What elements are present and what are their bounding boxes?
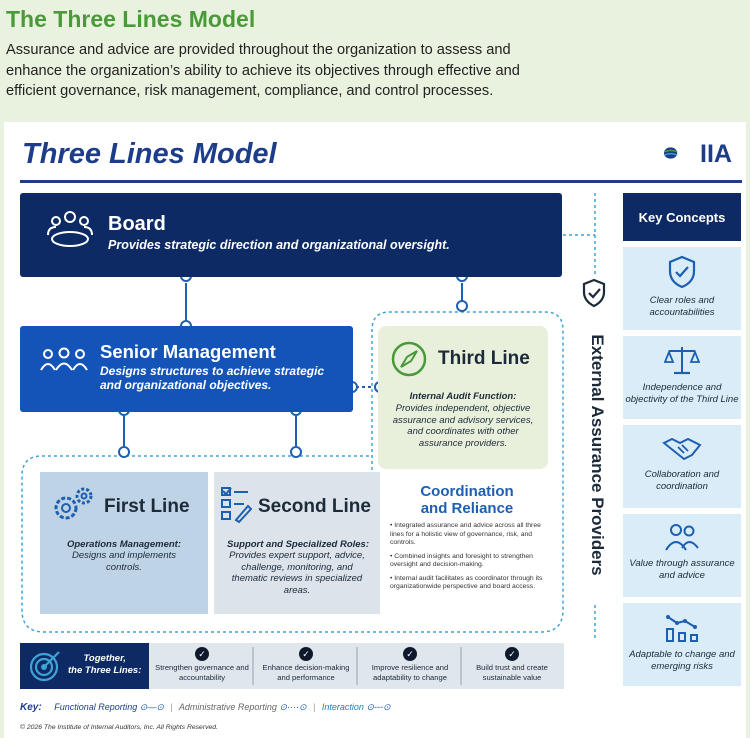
check-icon: ✓ xyxy=(299,647,313,661)
first-line-box: First Line Operations Management: Design… xyxy=(40,472,208,614)
people-icon xyxy=(665,524,699,551)
coordination-bullet: • Integrated assurance and advice across… xyxy=(390,522,541,546)
handshake-icon xyxy=(662,437,702,461)
sm-desc: Designs structures to achieve strategic … xyxy=(100,364,325,392)
board-desc: Provides strategic direction and organiz… xyxy=(108,238,450,252)
together-heading-1: Together, xyxy=(83,653,126,664)
together-item: ✓ Build trust and create sustainable valu… xyxy=(462,647,562,682)
second-line-desc: Provides expert support, advice, challen… xyxy=(229,550,365,596)
target-icon xyxy=(29,651,60,682)
check-icon: ✓ xyxy=(403,647,417,661)
board-icon xyxy=(47,211,93,247)
coordination-title-1: Coordination xyxy=(420,483,514,500)
interaction-arrow-icon: ⊙---⊙ xyxy=(366,702,391,712)
administrative-arrow-icon: ⊙····⊙ xyxy=(279,702,310,712)
third-line-role: Internal Audit Function: xyxy=(409,391,517,402)
coordination-bullet: • Combined insights and foresight to str… xyxy=(390,552,533,569)
key-concepts-panel: Key Concepts Clear roles and accountabil… xyxy=(623,193,741,686)
coordination-title-2: and Reliance xyxy=(420,500,514,517)
together-heading-box: Together, the Three Lines: xyxy=(20,643,149,689)
together-item: ✓ Enhance decision-making and performance xyxy=(256,647,356,682)
key-concept-item: Value through assurance and advice xyxy=(623,514,741,597)
external-assurance-label: External Assurance Providers xyxy=(582,312,610,602)
together-heading: Together, the Three Lines: xyxy=(68,653,141,677)
line-divider xyxy=(208,472,214,614)
checklist-icon xyxy=(221,487,252,524)
functional-arrow-icon: ⊙—⊙ xyxy=(139,702,167,712)
key-administrative: Administrative Reporting xyxy=(178,702,277,712)
people-group-icon xyxy=(40,347,88,371)
external-assurance-text: External Assurance Providers xyxy=(588,334,607,576)
gears-icon xyxy=(54,487,93,520)
together-item-label: Strengthen governance and accountability xyxy=(155,663,249,682)
iia-logo-text: IIA xyxy=(700,140,732,168)
third-line-desc: Provides independent, objective assuranc… xyxy=(392,403,534,449)
together-heading-2: the Three Lines: xyxy=(68,665,142,676)
diagram-title: Three Lines Model xyxy=(22,138,277,170)
coordination-bullet-text: Internal audit facilitates as coordinato… xyxy=(390,574,543,591)
check-icon: ✓ xyxy=(505,647,519,661)
first-line-title: First Line xyxy=(104,496,190,517)
third-line-box: Third Line Internal Audit Function: Prov… xyxy=(378,326,548,469)
key-separator: | xyxy=(170,702,173,712)
second-line-role: Support and Specialized Roles: xyxy=(227,539,369,550)
second-node xyxy=(290,446,302,458)
together-item: ✓ Strengthen governance and accountabilit… xyxy=(152,647,252,682)
coordination-bullet-text: Integrated assurance and advice across a… xyxy=(390,522,541,546)
shield-check-icon xyxy=(668,255,696,289)
copyright: © 2026 The Institute of Internal Auditor… xyxy=(20,724,218,731)
compass-icon xyxy=(391,341,427,377)
shield-icon xyxy=(582,278,606,308)
key-concept-item: Independence and objectivity of the Thir… xyxy=(623,336,741,419)
board-title: Board xyxy=(108,213,166,235)
key-concepts-heading: Key Concepts xyxy=(623,193,741,241)
key-concept-item: Clear roles and accountabilities xyxy=(623,247,741,330)
scales-icon xyxy=(664,347,700,375)
key-concept-label: Adaptable to change and emerging risks xyxy=(629,649,735,672)
intro-text: Assurance and advice are provided throug… xyxy=(6,42,520,99)
senior-management-box: Senior Management Designs structures to … xyxy=(20,326,353,412)
third-node-down xyxy=(456,300,468,312)
third-line-title: Third Line xyxy=(438,348,530,369)
together-item-label: Enhance decision-making and performance xyxy=(262,663,350,682)
second-line-box: Second Line Support and Specialized Role… xyxy=(214,472,380,614)
key-interaction: Interaction xyxy=(321,702,364,712)
second-line-title: Second Line xyxy=(258,496,371,517)
title-rule xyxy=(20,180,742,183)
page-title: The Three Lines Model xyxy=(6,6,256,32)
first-line-desc: Designs and implements controls. xyxy=(71,550,177,573)
board-box: Board Provides strategic direction and o… xyxy=(20,193,562,277)
coordination-bullet: • Internal audit facilitates as coordina… xyxy=(390,574,543,591)
first-node xyxy=(118,446,130,458)
together-dividers xyxy=(252,647,254,685)
key-concept-item: Collaboration and coordination xyxy=(623,425,741,508)
first-line-role: Operations Management: xyxy=(66,539,182,550)
key-concept-label: Clear roles and accountabilities xyxy=(649,295,715,318)
key-concept-label: Value through assurance and advice xyxy=(629,558,735,581)
legend-key: Key: Functional Reporting ⊙—⊙ | Administ… xyxy=(20,702,391,713)
sm-title: Senior Management xyxy=(100,341,276,362)
key-functional: Functional Reporting xyxy=(54,702,138,712)
key-separator: | xyxy=(313,702,316,712)
together-item-label: Improve resilience and adaptability to c… xyxy=(371,663,449,682)
together-item-label: Build trust and create sustainable value xyxy=(476,663,548,682)
key-concept-item: Adaptable to change and emerging risks xyxy=(623,603,741,686)
coordination-bullets: • Integrated assurance and advice across… xyxy=(390,522,550,592)
chart-icon xyxy=(666,615,698,642)
iia-logo-icon xyxy=(663,147,678,159)
key-concept-label: Collaboration and coordination xyxy=(644,469,720,492)
coordination-title: Coordination and Reliance xyxy=(392,483,542,517)
key-concept-label: Independence and objectivity of the Thir… xyxy=(625,382,739,405)
coordination-bullet-text: Combined insights and foresight to stren… xyxy=(390,552,533,569)
key-label: Key: xyxy=(20,702,42,713)
together-dividers xyxy=(356,647,358,685)
check-icon: ✓ xyxy=(195,647,209,661)
together-dividers xyxy=(460,647,462,685)
together-item: ✓ Improve resilience and adaptability to … xyxy=(360,647,460,682)
